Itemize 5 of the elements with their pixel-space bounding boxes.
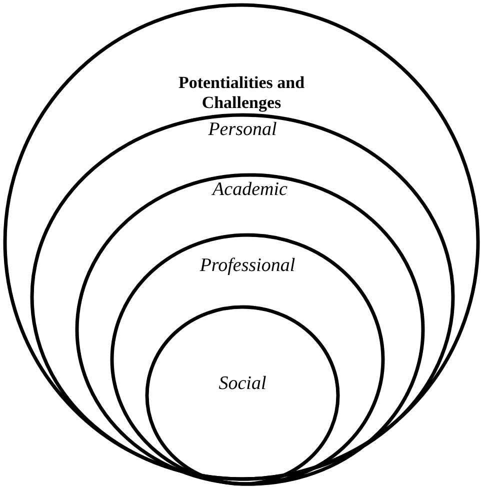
ring-label: Professional [198, 255, 296, 278]
ring-label: Personal [207, 119, 278, 142]
ring-label: Social [218, 373, 268, 396]
ring-label: Academic [210, 179, 288, 202]
diagram-heading: Potentialities and Challenges [177, 73, 306, 112]
